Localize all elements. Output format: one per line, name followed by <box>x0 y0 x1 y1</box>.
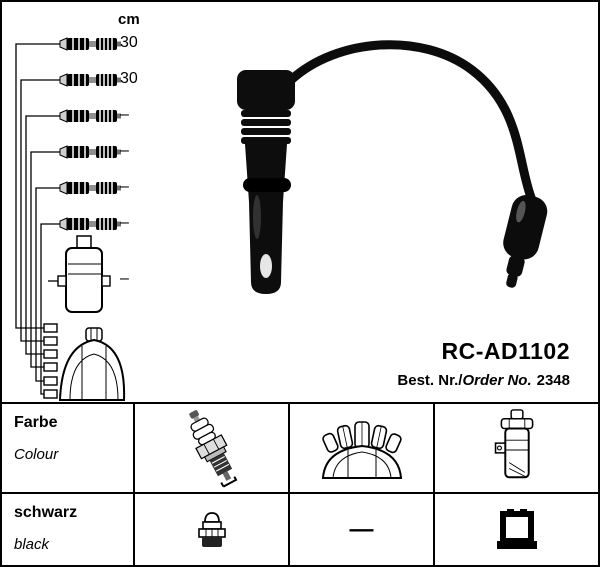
farbe-label: Farbe <box>14 414 58 431</box>
ignition-cable-photo <box>237 40 548 294</box>
order-label-en: Order No. <box>462 372 532 389</box>
cable-length-value: – <box>120 106 129 123</box>
cable-length-value: 30 <box>120 70 138 87</box>
cable-length-value: – <box>120 178 129 195</box>
coil-connector-icon <box>496 508 537 549</box>
ignition-coil-table-icon <box>494 409 533 479</box>
distributor-cap-icon <box>58 327 126 401</box>
cable-icon <box>59 37 121 231</box>
order-number: 2348 <box>536 372 570 389</box>
plug-terminal-icon <box>197 511 226 547</box>
ignition-coil-icon <box>48 235 111 313</box>
cable-length-value: – <box>120 214 129 231</box>
black-label: black <box>14 536 50 553</box>
spark-plug-cell <box>135 404 288 492</box>
model-number: RC-AD1102 <box>441 338 570 364</box>
color-row-label-cell: Farbe Colour <box>2 404 133 492</box>
colour-label: Colour <box>14 446 59 463</box>
cap-connectors <box>43 323 58 399</box>
order-separator: / <box>458 372 463 389</box>
value-row-label-cell: schwarz black <box>2 494 133 565</box>
cable-length-value: 30 <box>120 34 138 51</box>
spark-plug-icon <box>188 410 237 488</box>
harness-lines <box>15 43 60 395</box>
schwarz-label: schwarz <box>14 504 78 521</box>
spec-table: Farbe Colour <box>2 402 598 565</box>
ignition-coil-cell <box>435 404 598 492</box>
cable-end-connector <box>503 194 548 288</box>
wiring-diagram <box>15 37 126 401</box>
cable-length-value: – <box>120 142 129 159</box>
coil-length-value: – <box>120 270 129 287</box>
order-number-line: Best. Nr./Order No.2348 <box>397 372 570 389</box>
cable-wire <box>286 40 537 205</box>
plug-terminal-cell <box>135 494 288 565</box>
no-value-dash: — <box>349 515 374 543</box>
distributor-value-cell: — <box>290 494 433 565</box>
plug-boot <box>237 70 295 294</box>
distributor-cap-cell <box>290 404 433 492</box>
coil-connector-cell <box>435 494 598 565</box>
order-label-de: Best. Nr. <box>397 372 459 389</box>
unit-label: cm <box>118 11 140 28</box>
distributor-cap-table-icon <box>321 421 402 479</box>
